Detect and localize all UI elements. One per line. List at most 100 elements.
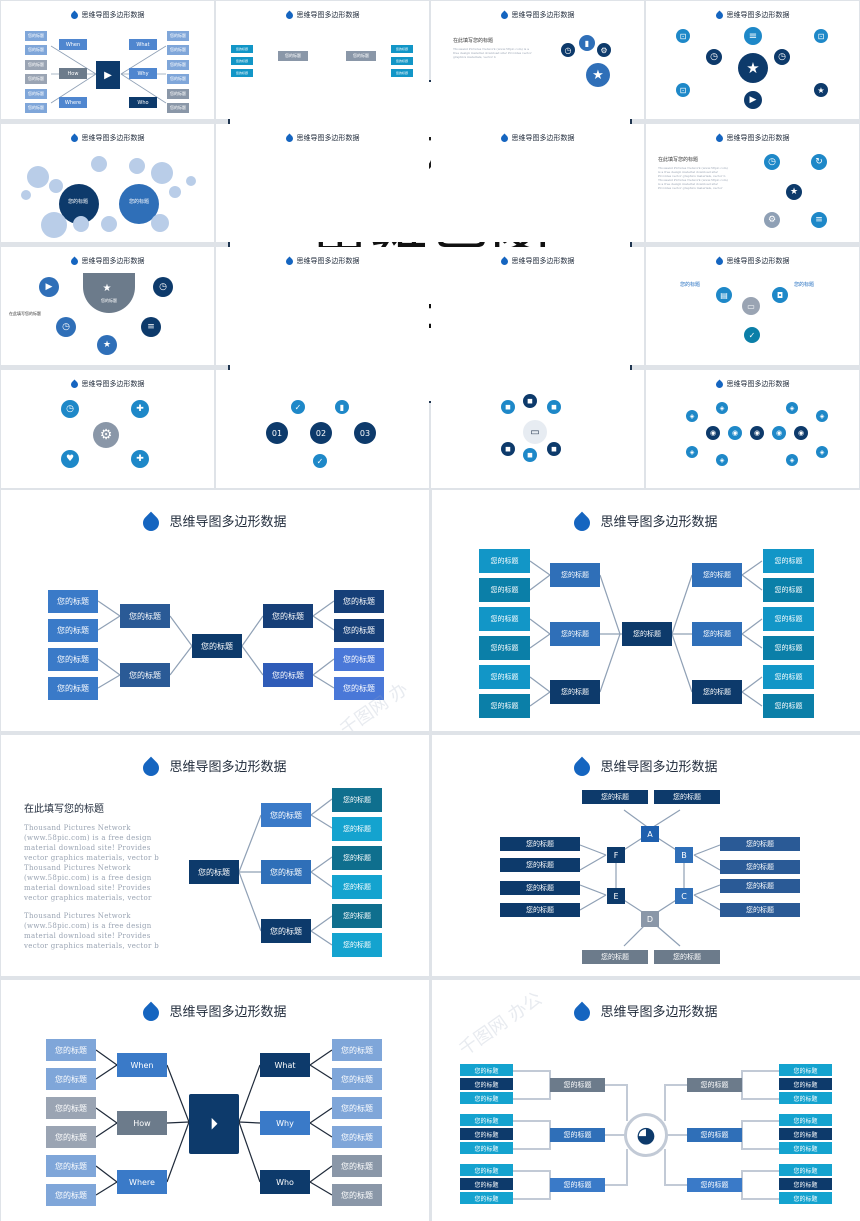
title-box: 您的标题 [779,1164,832,1176]
slide-title: 思维导图多边形数据 [726,11,790,19]
connector [579,844,607,856]
title-box: 您的标题 [460,1128,513,1140]
title-box: 您的标题 [48,619,98,642]
slide-title: 思维导图多边形数据 [81,134,145,142]
sliders-icon: ≡ [811,212,827,228]
chart-icon: ▮ [335,400,349,414]
title-box: 您的标题 [550,680,600,704]
title-box: 您的标题 [460,1192,513,1204]
title-box: 您的标题 [779,1078,832,1090]
title-box: 您的标题 [120,663,170,687]
thumbnail-slide: 思维导图多边形数据您的标题您的标题▭▤◘✓ [646,247,859,365]
droplet-icon [714,256,724,266]
connector [741,633,763,649]
thumb-heading: 您的标题 [680,282,701,288]
title-box: 您的标题 [500,837,580,851]
node-icon: ◉ [750,426,764,440]
heart-icon: ♥ [61,450,79,468]
medkit-icon: ✚ [131,400,149,418]
bubble [101,216,117,232]
title-box: 您的标题 [500,903,580,917]
title-box: 您的标题 [25,60,47,70]
connector [95,1107,118,1124]
star-icon: ★ [586,63,610,87]
connector [693,894,721,911]
thumb-paragraph: Thousand Pictures Network (www.58pic.com… [453,47,532,59]
title-box: 您的标题 [720,837,800,851]
play-icon: ▶ [744,91,762,109]
connector [741,1085,779,1100]
title-box: 您的标题 [763,665,814,689]
title-box: 您的标题 [720,903,800,917]
mind-map-slide: 思维导图多边形数据您的标题您的标题您的标题您的标题您的标题您的标题您的标题您的标… [432,980,860,1221]
connector [95,1064,118,1080]
title-box: 您的标题 [46,1155,96,1177]
connector [97,658,121,676]
label-box: How [59,68,87,79]
title-box: 您的标题 [167,45,189,55]
number-circle: 02 [310,422,332,444]
sliders-icon: ≡ [744,27,762,45]
title-box: 您的标题 [46,1039,96,1061]
pie-chart-icon: ◕ [624,1113,668,1157]
slide-title: 思维导图多边形数据 [296,257,360,265]
droplet-icon [714,379,724,389]
title-box: 您的标题 [460,1114,513,1126]
title-box: 您的标题 [189,860,239,884]
connector [529,560,551,576]
connector [741,560,763,576]
hex-node-3: D [641,911,659,927]
slide-header: 思维导图多边形数据 [431,133,644,143]
bubble [129,158,145,174]
connector [166,1121,190,1124]
slide-header: 思维导图多边形数据 [1,379,214,389]
bubble [41,212,67,238]
node-icon: ◼ [501,400,515,414]
node-icon: ◼ [547,400,561,414]
thumbnail-slide: 思维导图多边形数据⚙◷✚♥✚ [1,370,214,488]
title-box: 您的标题 [687,1078,742,1092]
title-box: 您的标题 [460,1178,513,1190]
title-box: 您的标题 [263,663,313,687]
connector [513,1185,551,1200]
play-button[interactable]: ⏵ [189,1094,239,1154]
title-box: 您的标题 [479,578,530,602]
title-box: 您的标题 [391,45,413,53]
connector-lines [529,560,763,707]
clock-icon: ◷ [61,400,79,418]
title-box: 您的标题 [167,60,189,70]
title-box: 您的标题 [25,31,47,41]
connector [605,1084,628,1121]
slide-header: 思维导图多边形数据 [432,511,860,534]
slide-header: 思维导图多边形数据 [646,256,859,266]
connector [513,1170,551,1185]
node-icon: ◼ [523,448,537,462]
title-box: 您的标题 [687,1178,742,1192]
slide-header: 思维导图多边形数据 [1,133,214,143]
label-box: Where [59,97,87,108]
droplet-icon [284,133,294,143]
slide-header: 思维导图多边形数据 [1,256,214,266]
connector [741,691,763,707]
connector [529,676,551,693]
droplet-icon [714,10,724,20]
thumb-heading: 在此填写您的标题 [9,311,41,316]
gear-icon: ⚙ [764,212,780,228]
connector [513,1070,551,1085]
connector [309,1107,333,1124]
title-box: 您的标题 [231,69,253,77]
thumb-heading: 在此填写您的标题 [658,157,699,163]
slide-title: 思维导图多边形数据 [296,11,360,19]
title-box: 您的标题 [479,665,530,689]
label-where: Where [117,1170,167,1194]
droplet-icon [499,133,509,143]
label-how: How [117,1111,167,1135]
title-box: 您的标题 [231,57,253,65]
connector [513,1085,551,1100]
connector [741,1070,779,1085]
title-box: 您的标题 [550,1128,605,1142]
slide-title: 思维导图多边形数据 [81,257,145,265]
